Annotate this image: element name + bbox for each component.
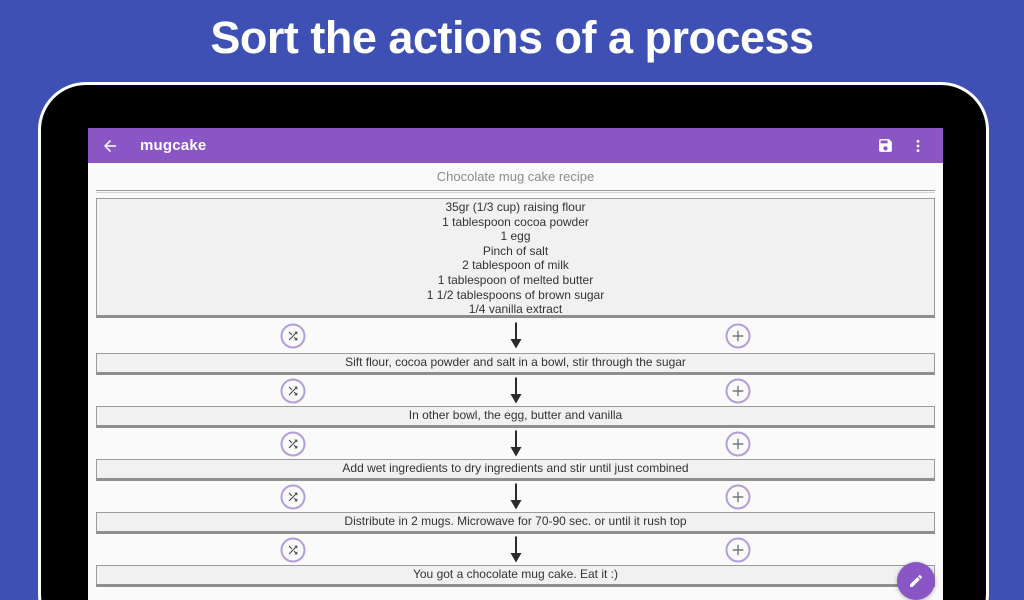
- connector-row: [88, 428, 943, 459]
- shuffle-icon: [288, 492, 298, 501]
- back-button[interactable]: [101, 136, 121, 156]
- promo-banner-title: Sort the actions of a process: [210, 12, 814, 63]
- add-step-button[interactable]: [725, 537, 751, 562]
- arrow-down-icon: [510, 536, 521, 562]
- toolbar-title: mugcake: [140, 137, 207, 154]
- connector-row: [88, 375, 943, 406]
- connector-row: [88, 534, 943, 565]
- save-button[interactable]: [874, 135, 896, 157]
- connector-row: [88, 318, 943, 353]
- arrow-down-icon: [510, 483, 521, 509]
- edit-fab-button[interactable]: [897, 562, 935, 600]
- shuffle-icon: [288, 386, 298, 395]
- shuffle-icon: [288, 545, 298, 554]
- recipe-title-row: Chocolate mug cake recipe: [88, 163, 943, 190]
- swap-steps-button[interactable]: [280, 484, 306, 509]
- pencil-icon: [910, 574, 923, 587]
- plus-icon: [732, 330, 744, 341]
- ingredients-block[interactable]: 35gr (1/3 cup) raising flour 1 tablespoo…: [96, 198, 935, 318]
- connector-row: [88, 481, 943, 512]
- app-toolbar: mugcake: [88, 128, 943, 163]
- promo-banner: Sort the actions of a process: [0, 0, 1024, 82]
- recipe-title-underline: [96, 190, 935, 193]
- plus-icon: [732, 491, 744, 502]
- arrow-left-icon: [104, 139, 116, 152]
- arrow-down-icon: [510, 377, 521, 403]
- add-step-button[interactable]: [725, 484, 751, 509]
- vertical-ellipsis-icon: [916, 139, 920, 152]
- step-box[interactable]: Distribute in 2 mugs. Microwave for 70-9…: [96, 512, 935, 534]
- arrow-down-icon: [510, 430, 521, 456]
- step-box[interactable]: You got a chocolate mug cake. Eat it :): [96, 565, 935, 587]
- add-step-button[interactable]: [725, 378, 751, 403]
- add-step-button[interactable]: [725, 323, 751, 348]
- swap-steps-button[interactable]: [280, 378, 306, 403]
- app-screen: mugcake Chocolate mug cake recipe 35gr (…: [88, 128, 943, 600]
- shuffle-icon: [288, 331, 298, 340]
- step-box[interactable]: Add wet ingredients to dry ingredients a…: [96, 459, 935, 481]
- step-box[interactable]: Sift flour, cocoa powder and salt in a b…: [96, 353, 935, 375]
- swap-steps-button[interactable]: [280, 323, 306, 348]
- recipe-title-field[interactable]: Chocolate mug cake recipe: [436, 169, 595, 184]
- plus-icon: [732, 544, 744, 555]
- process-editor: Chocolate mug cake recipe 35gr (1/3 cup)…: [88, 163, 943, 587]
- step-box[interactable]: In other bowl, the egg, butter and vanil…: [96, 406, 935, 428]
- arrow-down-icon: [510, 322, 521, 348]
- shuffle-icon: [288, 439, 298, 448]
- plus-icon: [732, 438, 744, 449]
- save-icon: [878, 139, 892, 152]
- swap-steps-button[interactable]: [280, 431, 306, 456]
- swap-steps-button[interactable]: [280, 537, 306, 562]
- overflow-menu-button[interactable]: [907, 135, 929, 157]
- plus-icon: [732, 385, 744, 396]
- add-step-button[interactable]: [725, 431, 751, 456]
